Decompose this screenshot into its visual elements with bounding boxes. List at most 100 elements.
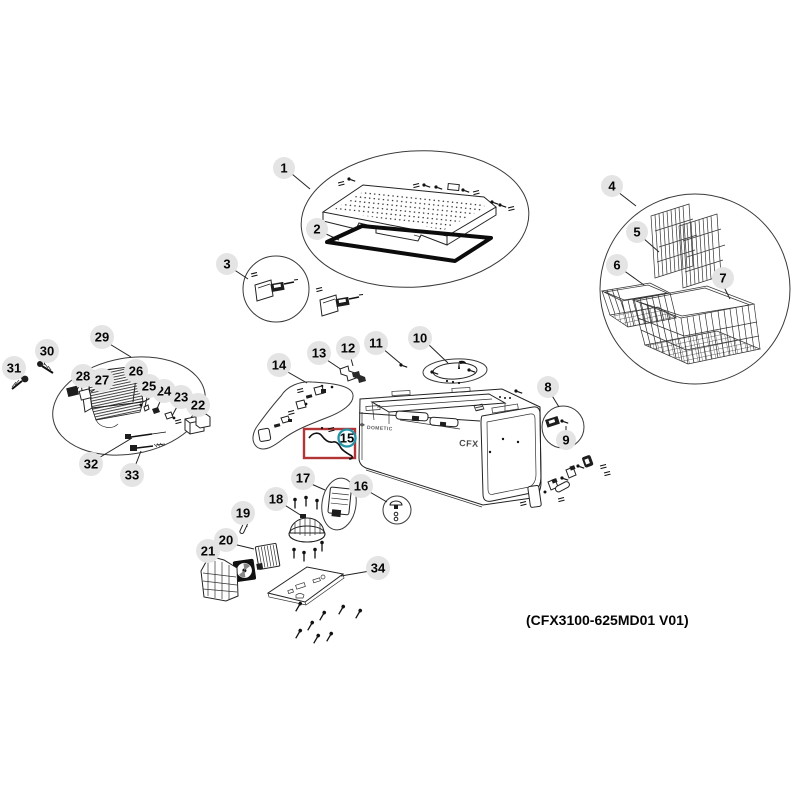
plate-circle xyxy=(422,358,488,384)
svg-text:5: 5 xyxy=(633,225,640,240)
callout-34[interactable]: 34 xyxy=(366,556,390,580)
callout-29[interactable]: 29 xyxy=(90,325,114,349)
svg-text:18: 18 xyxy=(269,492,283,507)
selection-ring xyxy=(337,428,357,448)
callout-20[interactable]: 20 xyxy=(214,528,238,552)
compressor xyxy=(288,495,326,563)
large-basket xyxy=(631,285,762,365)
callout-17[interactable]: 17 xyxy=(291,466,315,490)
fan xyxy=(232,558,257,583)
callout-19[interactable]: 19 xyxy=(231,501,255,525)
part-15-tube xyxy=(308,432,353,460)
svg-text:4: 4 xyxy=(608,179,616,194)
part-23 xyxy=(164,411,176,420)
lid-latch-assembly xyxy=(395,410,461,430)
svg-text:28: 28 xyxy=(76,369,90,384)
callout-4[interactable]: 4 xyxy=(601,175,623,197)
hinge-circle xyxy=(242,255,310,323)
screw-16 xyxy=(389,500,403,522)
svg-text:26: 26 xyxy=(129,364,143,379)
callout-10[interactable]: 10 xyxy=(408,326,432,350)
part-28 xyxy=(66,385,80,398)
callout-3[interactable]: 3 xyxy=(216,253,238,275)
svg-text:16: 16 xyxy=(354,479,368,494)
svg-text:15: 15 xyxy=(340,431,354,446)
model-code: (CFX3100-625MD01 V01) xyxy=(526,612,689,628)
svg-text:7: 7 xyxy=(719,271,726,286)
svg-text:21: 21 xyxy=(201,544,215,559)
latch-blob xyxy=(252,381,354,450)
bracket-8-9 xyxy=(545,416,569,428)
callout-15-selected[interactable]: 15 xyxy=(337,428,357,448)
lid-gasket xyxy=(325,224,493,263)
basket-parts xyxy=(600,203,762,365)
callout-32[interactable]: 32 xyxy=(79,452,103,476)
callout-2[interactable]: 2 xyxy=(306,218,328,240)
callout-16[interactable]: 16 xyxy=(349,474,373,498)
mounting-plate xyxy=(429,360,478,385)
svg-text:13: 13 xyxy=(312,346,326,361)
cooler-body: DOMETIC CFX xyxy=(358,387,542,508)
scattered-screws xyxy=(293,600,364,645)
part-27 xyxy=(78,388,92,401)
callout-33[interactable]: 33 xyxy=(120,463,144,487)
latch-parts xyxy=(257,384,334,442)
svg-text:6: 6 xyxy=(613,258,620,273)
part-33 xyxy=(130,442,166,451)
svg-text:30: 30 xyxy=(40,344,54,359)
svg-text:22: 22 xyxy=(191,398,205,413)
module-circle xyxy=(321,477,357,531)
part-11-screw xyxy=(398,362,408,368)
callout-26[interactable]: 26 xyxy=(124,359,148,383)
callout-7[interactable]: 7 xyxy=(712,267,734,289)
brand-label: DOMETIC xyxy=(367,425,393,432)
brand-logo: DOMETIC xyxy=(359,422,393,432)
part-24 xyxy=(152,407,160,414)
loose-latch-parts xyxy=(519,455,612,508)
svg-text:2: 2 xyxy=(313,222,320,237)
svg-text:11: 11 xyxy=(369,336,383,351)
electronic-module-17 xyxy=(327,486,352,518)
svg-text:34: 34 xyxy=(371,561,386,576)
callout-5[interactable]: 5 xyxy=(626,221,648,243)
svg-text:14: 14 xyxy=(272,358,287,373)
callout-18[interactable]: 18 xyxy=(264,487,288,511)
wire-divider-panels xyxy=(650,203,726,289)
part-25 xyxy=(139,403,150,412)
callout-9[interactable]: 9 xyxy=(556,430,576,450)
svg-text:8: 8 xyxy=(544,380,551,395)
svg-text:12: 12 xyxy=(341,341,355,356)
part-31 xyxy=(11,375,29,390)
svg-text:9: 9 xyxy=(562,433,569,448)
svg-text:32: 32 xyxy=(84,457,98,472)
callout-11[interactable]: 11 xyxy=(364,331,388,355)
callout-21[interactable]: 21 xyxy=(196,539,220,563)
svg-text:31: 31 xyxy=(7,361,21,376)
callout-balloons: 1 2 3 4 5 6 7 8 9 10 11 12 13 14 15 16 1… xyxy=(2,157,734,580)
lid-assembly xyxy=(321,176,516,263)
callout-28[interactable]: 28 xyxy=(71,364,95,388)
base-plate xyxy=(266,566,345,606)
callout-12[interactable]: 12 xyxy=(336,336,360,360)
svg-text:10: 10 xyxy=(413,331,427,346)
part-15-highlight[interactable] xyxy=(302,426,357,460)
lid-circle xyxy=(300,150,530,288)
basket-circle xyxy=(599,193,791,385)
callout-30[interactable]: 30 xyxy=(35,339,59,363)
callout-8[interactable]: 8 xyxy=(537,376,559,398)
svg-text:19: 19 xyxy=(236,506,250,521)
callout-27[interactable]: 27 xyxy=(90,368,114,392)
bracket-parts-12-13 xyxy=(339,362,408,383)
condenser-circle xyxy=(52,356,206,456)
part-32 xyxy=(125,431,167,439)
callout-13[interactable]: 13 xyxy=(307,341,331,365)
callout-14[interactable]: 14 xyxy=(267,353,291,377)
part-22 xyxy=(174,413,211,435)
svg-text:17: 17 xyxy=(296,471,310,486)
callout-1[interactable]: 1 xyxy=(273,157,295,179)
svg-text:1: 1 xyxy=(280,161,287,176)
callout-6[interactable]: 6 xyxy=(606,254,628,276)
callout-31[interactable]: 31 xyxy=(2,356,26,380)
callout-enclosures xyxy=(52,150,791,531)
